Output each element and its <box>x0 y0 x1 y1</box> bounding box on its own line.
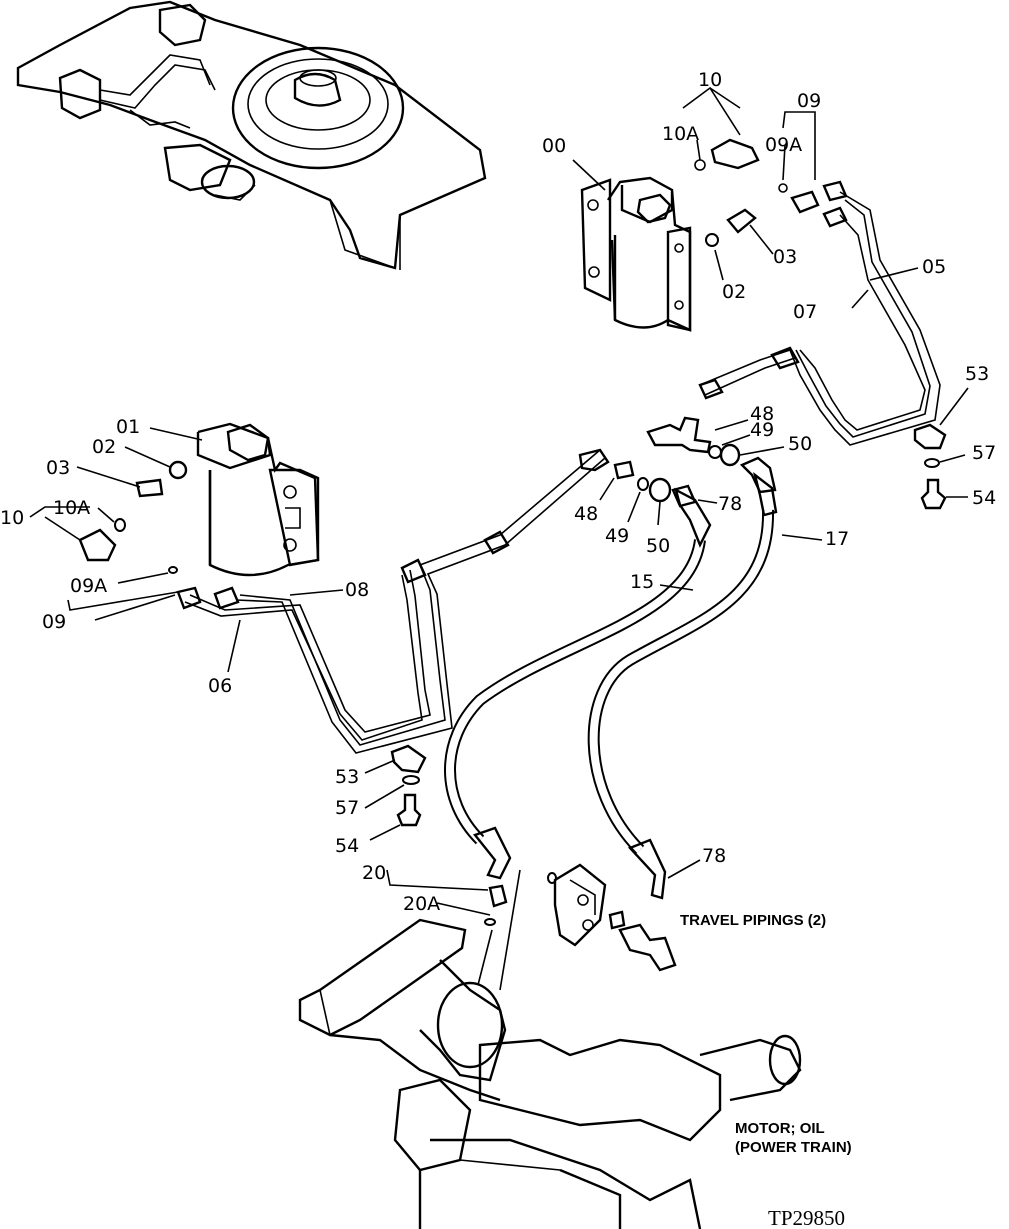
label-07: 07 <box>793 301 817 323</box>
label-05: 05 <box>922 256 946 278</box>
label-06: 06 <box>208 675 232 697</box>
label-49-bot: 49 <box>605 525 629 547</box>
leader-lines <box>29 86 969 916</box>
label-09-left: 09 <box>42 611 66 633</box>
valve-assembly-right <box>580 138 848 332</box>
note-motor-line1: MOTOR; OIL <box>735 1120 825 1137</box>
valve-assembly-left <box>78 422 320 577</box>
label-57-right: 57 <box>972 442 996 464</box>
note-motor-line2: (POWER TRAIN) <box>735 1139 852 1156</box>
label-54-right: 54 <box>972 487 996 509</box>
label-09a-left: 09A <box>70 575 107 597</box>
callout-labels: 00 10 10A 09 09A 03 02 05 07 53 57 54 48… <box>0 69 996 915</box>
upper-frame-assembly <box>16 0 487 270</box>
label-78-top: 78 <box>718 493 742 515</box>
label-48-bot: 48 <box>574 503 598 525</box>
track-frame-motor <box>298 869 802 1229</box>
note-travel-pipings: TRAVEL PIPINGS (2) <box>680 912 826 929</box>
lower-fittings <box>484 863 677 972</box>
pipes-06-08 <box>176 449 606 754</box>
label-10-top: 10 <box>698 69 722 91</box>
label-50-bot: 50 <box>646 535 670 557</box>
notes: TRAVEL PIPINGS (2) MOTOR; OIL (POWER TRA… <box>680 912 852 1229</box>
label-10-left: 10 <box>0 507 24 529</box>
label-48-top: 48 <box>750 403 774 425</box>
label-09a-top: 09A <box>765 134 802 156</box>
label-02-top: 02 <box>722 281 746 303</box>
clamp-right <box>913 423 947 510</box>
label-50-top: 50 <box>788 433 812 455</box>
label-00: 00 <box>542 135 566 157</box>
clamp-left <box>390 744 427 827</box>
label-53-left: 53 <box>335 766 359 788</box>
label-54-left: 54 <box>335 835 359 857</box>
label-15: 15 <box>630 571 654 593</box>
hoses-15-17 <box>444 471 778 900</box>
label-57-left: 57 <box>335 797 359 819</box>
label-78-bot: 78 <box>702 845 726 867</box>
label-20: 20 <box>362 862 386 884</box>
label-10a-left: 10A <box>53 497 90 519</box>
label-10a-top: 10A <box>662 123 699 145</box>
label-02-left: 02 <box>92 436 116 458</box>
figure-id: TP29850 <box>768 1206 845 1229</box>
pipes-05-07 <box>698 191 941 446</box>
label-17: 17 <box>825 528 849 550</box>
label-53-right: 53 <box>965 363 989 385</box>
label-01: 01 <box>116 416 140 438</box>
label-03-left: 03 <box>46 457 70 479</box>
label-08: 08 <box>345 579 369 601</box>
label-20a: 20A <box>403 893 440 915</box>
label-03-top: 03 <box>773 246 797 268</box>
label-09-top: 09 <box>797 90 821 112</box>
label-49-top: 49 <box>750 419 774 441</box>
